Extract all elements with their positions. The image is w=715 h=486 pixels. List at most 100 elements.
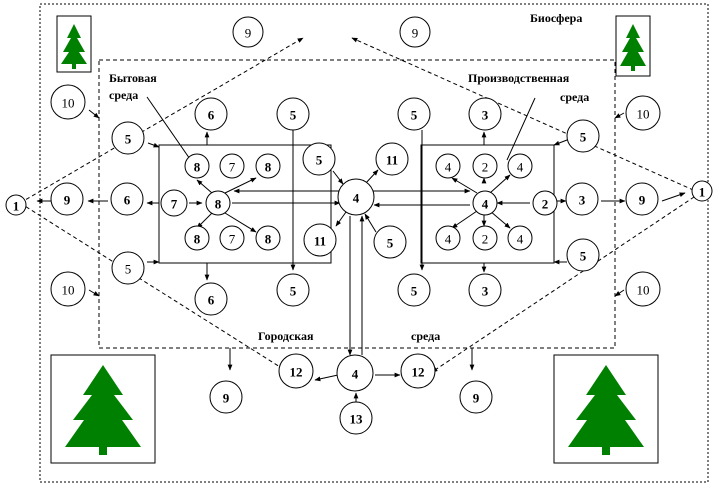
node-label: 8 <box>265 232 272 247</box>
label-household-1: Бытовая <box>109 71 157 85</box>
node-n12-right: 12 <box>400 353 436 389</box>
node-circle <box>507 153 533 179</box>
node-n6-left: 6 <box>110 182 144 216</box>
node-circle <box>278 353 314 389</box>
node-label: 6 <box>208 108 215 123</box>
label-urban-2: среда <box>411 329 440 343</box>
node-label: 7 <box>171 197 178 212</box>
node-label: 6 <box>208 293 215 308</box>
node-label: 3 <box>482 108 489 123</box>
node-n4-a: 4 <box>435 153 461 179</box>
node-label: 6 <box>124 193 131 208</box>
node-label: 5 <box>580 249 587 264</box>
node-circle <box>160 189 188 217</box>
node-circle <box>303 223 337 257</box>
node-n4-b: 4 <box>507 153 533 179</box>
node-circle <box>468 97 502 131</box>
node-label: 5 <box>316 153 323 168</box>
node-n5-center-low: 5 <box>373 225 407 259</box>
node-n8-c: 8 <box>184 225 210 251</box>
node-n9-top-left: 9 <box>232 16 264 48</box>
node-label: 4 <box>352 367 359 382</box>
node-n5-tm2: 5 <box>397 97 431 131</box>
node-n4-prod: 4 <box>472 190 498 216</box>
node-label: 10 <box>637 283 650 298</box>
tree-icon-small-right <box>615 15 651 77</box>
node-label: 4 <box>445 160 452 175</box>
node-circle <box>532 190 558 216</box>
node-label: 8 <box>194 232 201 247</box>
node-circle <box>435 225 461 251</box>
node-circle <box>625 95 661 131</box>
tree-icon-large-right <box>553 354 659 464</box>
biosphere-border <box>39 3 709 483</box>
node-circle <box>472 225 498 251</box>
node-n4-center: 4 <box>337 178 375 216</box>
node-label: 4 <box>353 191 360 206</box>
node-circle <box>184 225 210 251</box>
node-circle <box>219 225 245 251</box>
label-urban-1: Городская <box>258 329 314 343</box>
node-n9-bl: 9 <box>209 380 243 414</box>
node-n10-ul: 10 <box>50 84 86 120</box>
node-label: 5 <box>290 108 297 123</box>
household-zone <box>158 144 332 264</box>
node-n5-ul: 5 <box>111 121 145 155</box>
node-label: 8 <box>194 160 201 175</box>
node-n4-urban: 4 <box>336 354 374 392</box>
node-n10-ll: 10 <box>50 271 86 307</box>
node-circle <box>435 153 461 179</box>
node-n1-right: 1 <box>691 180 713 202</box>
node-label: 1 <box>13 199 20 214</box>
node-n3-bottom: 3 <box>468 273 502 307</box>
node-label: 7 <box>229 232 236 247</box>
node-n5-tm1: 5 <box>276 97 310 131</box>
node-circle <box>565 182 599 216</box>
node-label: 2 <box>482 160 489 175</box>
node-label: 11 <box>386 153 398 168</box>
node-circle <box>276 273 310 307</box>
node-label: 5 <box>411 108 418 123</box>
node-circle <box>302 142 336 176</box>
node-label: 11 <box>314 234 326 249</box>
node-circle <box>459 380 493 414</box>
node-circle <box>691 180 713 202</box>
node-label: 10 <box>637 107 650 122</box>
node-circle <box>336 354 374 392</box>
node-label: 12 <box>290 365 303 380</box>
node-label: 10 <box>62 96 75 111</box>
node-circle <box>339 401 373 435</box>
node-label: 5 <box>125 132 132 147</box>
node-circle <box>194 97 228 131</box>
urban-environment-border <box>98 59 616 349</box>
node-label: 9 <box>223 391 230 406</box>
node-n8-center: 8 <box>205 190 231 216</box>
node-circle <box>400 353 436 389</box>
node-n1-left: 1 <box>5 194 27 216</box>
node-n5-ur: 5 <box>566 119 600 153</box>
node-n2-a: 2 <box>472 153 498 179</box>
node-label: 1 <box>699 185 706 200</box>
node-label: 10 <box>62 283 75 298</box>
tree-icon-large-left <box>50 354 156 464</box>
node-circle <box>111 251 145 285</box>
node-circle <box>255 225 281 251</box>
node-n9-right: 9 <box>625 182 659 216</box>
node-n5-lr: 5 <box>566 238 600 272</box>
tree-icon-small-left <box>56 15 92 73</box>
node-label: 7 <box>229 160 236 175</box>
node-circle <box>337 178 375 216</box>
node-label: 3 <box>482 284 489 299</box>
node-n2-b: 2 <box>472 225 498 251</box>
node-label: 4 <box>517 160 524 175</box>
node-n5-ll: 5 <box>111 251 145 285</box>
node-n4-c: 4 <box>435 225 461 251</box>
node-circle <box>397 273 431 307</box>
node-n5-center: 5 <box>302 142 336 176</box>
node-circle <box>255 153 281 179</box>
node-circle <box>194 282 228 316</box>
node-circle <box>209 380 243 414</box>
node-label: 3 <box>579 193 586 208</box>
label-production-2: среда <box>560 90 589 104</box>
